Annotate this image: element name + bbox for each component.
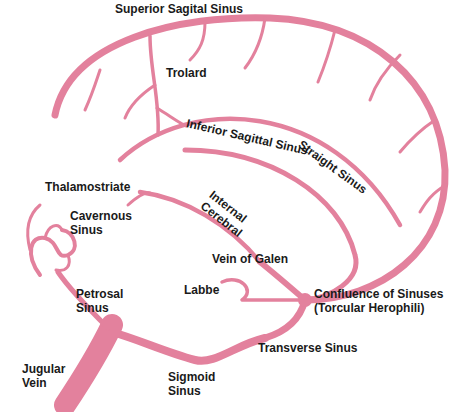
cortical-vein bbox=[245, 18, 265, 68]
trolard-branch bbox=[157, 108, 186, 126]
cortical-vein bbox=[318, 30, 335, 82]
trolard-branch bbox=[125, 85, 155, 118]
cavernous-sinus bbox=[45, 226, 62, 238]
superior-sagittal-sinus bbox=[55, 18, 445, 300]
structure-label: Petrosal Sinus bbox=[76, 287, 136, 315]
structure-label: Transverse Sinus bbox=[258, 341, 357, 355]
structure-label: Labbe bbox=[184, 283, 219, 297]
structure-label: Thalamostriate bbox=[45, 180, 130, 194]
structure-label: Internal Cerebral bbox=[198, 188, 264, 248]
cortical-vein bbox=[85, 70, 100, 110]
cavernous-sinus bbox=[56, 255, 69, 270]
transverse-sinus bbox=[265, 300, 305, 338]
structure-label: Sigmoid Sinus bbox=[168, 370, 230, 398]
cortical-vein bbox=[400, 120, 435, 152]
structure-label: Cavernous Sinus bbox=[70, 209, 144, 237]
cortical-vein bbox=[190, 22, 205, 60]
structure-label: Vein of Galen bbox=[212, 252, 288, 266]
structure-label: Confluence of Sinuses (Torcular Herophil… bbox=[314, 287, 472, 315]
sigmoid-sinus bbox=[112, 332, 265, 361]
cortical-vein bbox=[420, 185, 446, 212]
vein-of-labbe bbox=[222, 280, 305, 300]
structure-label: Jugular Vein bbox=[22, 362, 78, 390]
confluence-of-sinuses bbox=[298, 293, 312, 307]
structure-label: Superior Sagital Sinus bbox=[115, 2, 243, 16]
jugular-vein bbox=[65, 325, 112, 405]
thalamostriate-vein bbox=[128, 193, 150, 205]
cortical-vein bbox=[370, 55, 400, 100]
structure-label: Trolard bbox=[166, 66, 207, 80]
cavernous-sinus bbox=[31, 230, 75, 275]
vein-of-galen bbox=[260, 262, 305, 300]
